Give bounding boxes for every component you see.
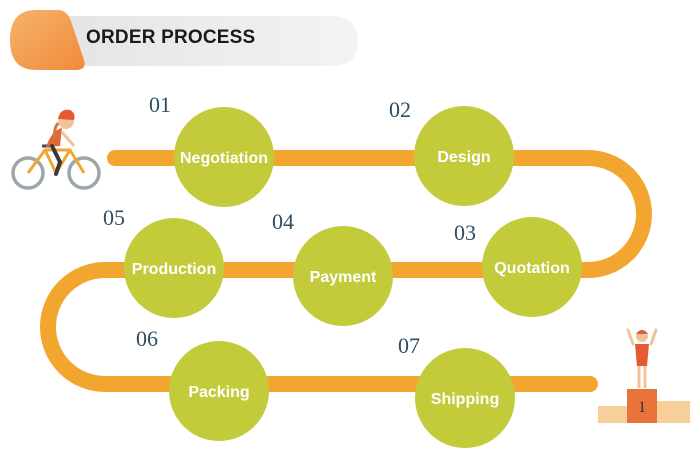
step-number: 07 bbox=[398, 333, 420, 358]
step-number: 06 bbox=[136, 326, 158, 351]
podium-place-number: 1 bbox=[638, 399, 646, 416]
step-number: 02 bbox=[389, 97, 411, 122]
step-label: Quotation bbox=[494, 260, 570, 277]
step-2: Design 02 bbox=[389, 97, 514, 206]
header-banner bbox=[10, 10, 358, 70]
step-3: Quotation 03 bbox=[454, 217, 582, 317]
step-circle bbox=[174, 107, 274, 207]
step-circle bbox=[415, 348, 515, 448]
step-number: 04 bbox=[272, 209, 294, 234]
step-label: Payment bbox=[310, 269, 377, 286]
step-circle bbox=[124, 218, 224, 318]
podium-icon: 1 bbox=[598, 328, 690, 423]
step-7: Shipping 07 bbox=[398, 333, 515, 448]
step-circle bbox=[414, 106, 514, 206]
step-number: 05 bbox=[103, 205, 125, 230]
page-title: ORDER PROCESS bbox=[86, 27, 256, 48]
step-number: 01 bbox=[149, 92, 171, 117]
step-label: Design bbox=[437, 149, 490, 166]
step-circle bbox=[169, 341, 269, 441]
step-label: Shipping bbox=[431, 391, 499, 408]
step-number: 03 bbox=[454, 220, 476, 245]
cyclist-icon bbox=[11, 109, 101, 190]
step-4: Payment 04 bbox=[272, 209, 393, 326]
step-label: Packing bbox=[188, 384, 249, 401]
step-circle bbox=[482, 217, 582, 317]
step-circle bbox=[293, 226, 393, 326]
step-6: Packing 06 bbox=[136, 326, 269, 441]
step-1: Negotiation 01 bbox=[149, 92, 274, 207]
step-label: Negotiation bbox=[180, 150, 268, 167]
step-5: Production 05 bbox=[103, 205, 224, 318]
step-label: Production bbox=[132, 261, 216, 278]
